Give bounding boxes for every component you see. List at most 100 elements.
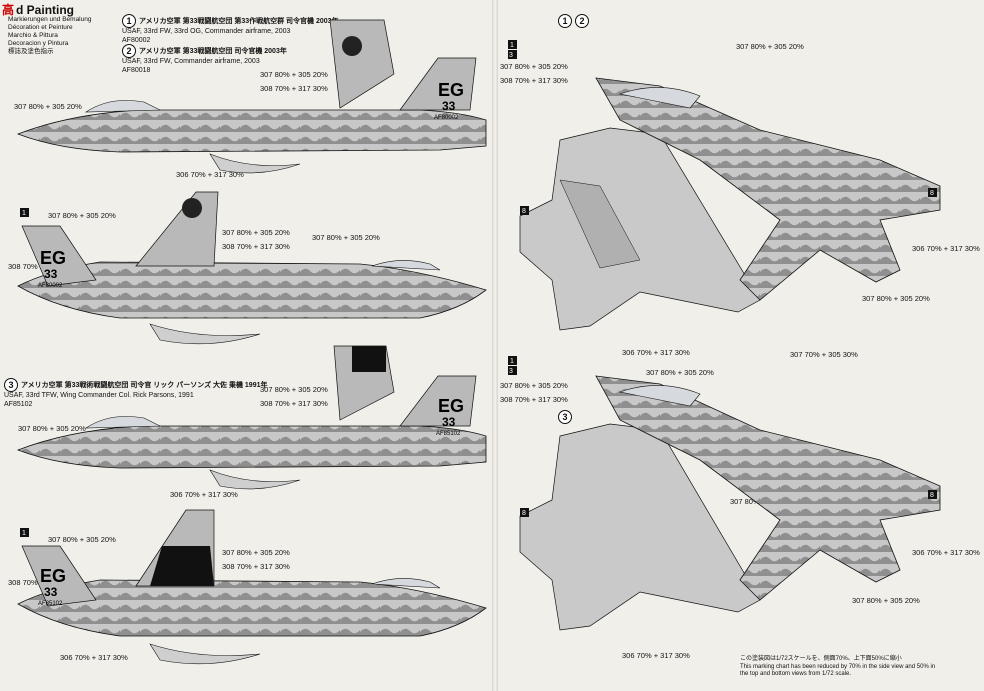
paint-callout: 307 80% + 305 20% <box>852 596 920 605</box>
tail-code: EG <box>40 566 66 586</box>
paint-callout: 307 80% + 305 20% <box>646 368 714 377</box>
tail-fin-outer <box>135 191 219 267</box>
paint-callout: 308 70% + 317 30% <box>500 395 568 404</box>
paint-callout: 308 70% + 317 30% <box>222 562 290 571</box>
fuel-tank <box>209 153 301 174</box>
canopy <box>618 87 701 109</box>
scale-note: この塗装図は1/72スケールを、側面70%、上下面50%に縮小 This mar… <box>740 656 936 677</box>
canopy <box>84 416 161 429</box>
paint-callout: 307 70% + 305 30% <box>790 350 858 359</box>
section-label-3: 3 <box>558 410 575 424</box>
paint-callout: 307 80% + 305 20% <box>736 42 804 51</box>
paint-callout: 307 80% + 305 20% <box>222 548 290 557</box>
side-view-scheme-3: EG 33 AF85102 <box>16 345 487 490</box>
canopy <box>371 578 441 589</box>
canopy <box>618 385 701 407</box>
svg-text:1: 1 <box>22 530 26 537</box>
paint-callout: 307 80% + 305 20% <box>500 62 568 71</box>
svg-text:8: 8 <box>522 208 526 215</box>
scheme-number: 1 <box>122 14 136 28</box>
canopy <box>371 260 441 271</box>
paint-callout: 306 70% + 317 30% <box>170 490 238 499</box>
side-view-scheme-1: EG 33 AF80002 <box>16 19 487 174</box>
eagle-emblem <box>182 198 202 218</box>
svg-text:1: 1 <box>510 42 514 49</box>
svg-text:1: 1 <box>22 210 26 217</box>
tail-serial: AF80002 <box>434 115 459 121</box>
svg-text:8: 8 <box>522 510 526 517</box>
wing-panel <box>559 179 641 269</box>
svg-text:3: 3 <box>509 52 513 59</box>
paint-callout: 307 80% + 305 20% <box>862 294 930 303</box>
paint-callout: 306 70% + 317 30% <box>622 348 690 357</box>
tail-number: 33 <box>44 585 58 599</box>
tail-number: 33 <box>442 99 456 113</box>
paint-callout: 307 80% + 305 20% <box>18 424 86 433</box>
top-view-2 <box>595 375 941 601</box>
canopy <box>84 100 161 113</box>
svg-text:1: 1 <box>510 358 514 365</box>
paint-callout: 306 70% + 317 30% <box>60 653 128 662</box>
tail-code: EG <box>40 248 66 268</box>
tail-code: EG <box>438 80 464 100</box>
airframe-upper <box>595 77 941 301</box>
tail-fin-outer <box>329 19 395 109</box>
subtitle-de: Markierungen und Bemalung <box>8 16 92 23</box>
paint-callout: 308 70% + 317 30% <box>260 84 328 93</box>
logo: 高 <box>2 3 15 17</box>
tail-number: 33 <box>44 267 58 281</box>
subtitle-list: Markierungen und Bemalung Décoration et … <box>8 16 91 56</box>
tail-number: 33 <box>442 415 456 429</box>
paint-callout: 308 70% + 317 30% <box>500 76 568 85</box>
paint-callout: 307 80% + 305 20% <box>48 535 116 544</box>
subtitle-fr: Décoration et Peinture <box>8 24 73 31</box>
paint-callout: 307 80% + 305 20% <box>260 70 328 79</box>
side-view-scheme-2: EG 33 AF80002 <box>17 191 487 345</box>
tail-code: EG <box>438 396 464 416</box>
side-view-scheme-4: EG 33 AF85102 <box>17 509 487 665</box>
paint-callout: 306 70% + 317 30% <box>176 170 244 179</box>
paint-callout: 307 80% + 305 20% <box>500 381 568 390</box>
paint-callout: 307 80% + 305 20% <box>14 102 82 111</box>
bottom-view-1 <box>519 127 761 331</box>
tail-fin <box>21 545 97 607</box>
black-tail-band <box>150 546 214 586</box>
paint-callout: 306 70% + 317 30% <box>912 244 980 253</box>
paint-callout: 307 80% + 305 20% <box>48 211 116 220</box>
subtitle-it: Marchio & Pittura <box>8 32 58 39</box>
scheme-number: 3 <box>4 378 18 392</box>
fuel-tank <box>149 643 261 665</box>
tail-serial: AF85102 <box>38 601 63 607</box>
paint-callout: 308 70% + 317 30% <box>260 399 328 408</box>
paint-callout: 306 70% + 317 30% <box>912 548 980 557</box>
fuel-tank <box>149 323 261 345</box>
tail-fin <box>399 57 477 111</box>
tail-fin <box>21 225 97 287</box>
fuselage <box>16 109 487 153</box>
paint-callout: 307 80% + 305 20% <box>260 385 328 394</box>
fuel-tank <box>209 469 301 490</box>
tail-fin <box>399 375 477 427</box>
subtitle-zh: 標誌及塗色指示 <box>8 48 54 55</box>
page-fold <box>492 0 498 691</box>
tail-serial: AF85102 <box>436 431 461 437</box>
fuselage <box>16 425 487 469</box>
svg-text:8: 8 <box>930 190 934 197</box>
stencil-markers: 1 3 1 3 1 1 8 8 8 8 <box>20 40 937 537</box>
tail-serial: AF80002 <box>38 283 63 289</box>
subtitle-es: Decoracion y Pintura <box>8 40 69 47</box>
paint-callout: 306 70% + 317 30% <box>622 651 690 660</box>
svg-text:3: 3 <box>509 368 513 375</box>
paint-callout: 308 70% + 317 30% <box>222 242 290 251</box>
scheme-number: 2 <box>122 44 136 58</box>
svg-text:8: 8 <box>930 492 934 499</box>
top-view-1 <box>595 77 941 301</box>
paint-callout: 307 80% + 305 20% <box>222 228 290 237</box>
